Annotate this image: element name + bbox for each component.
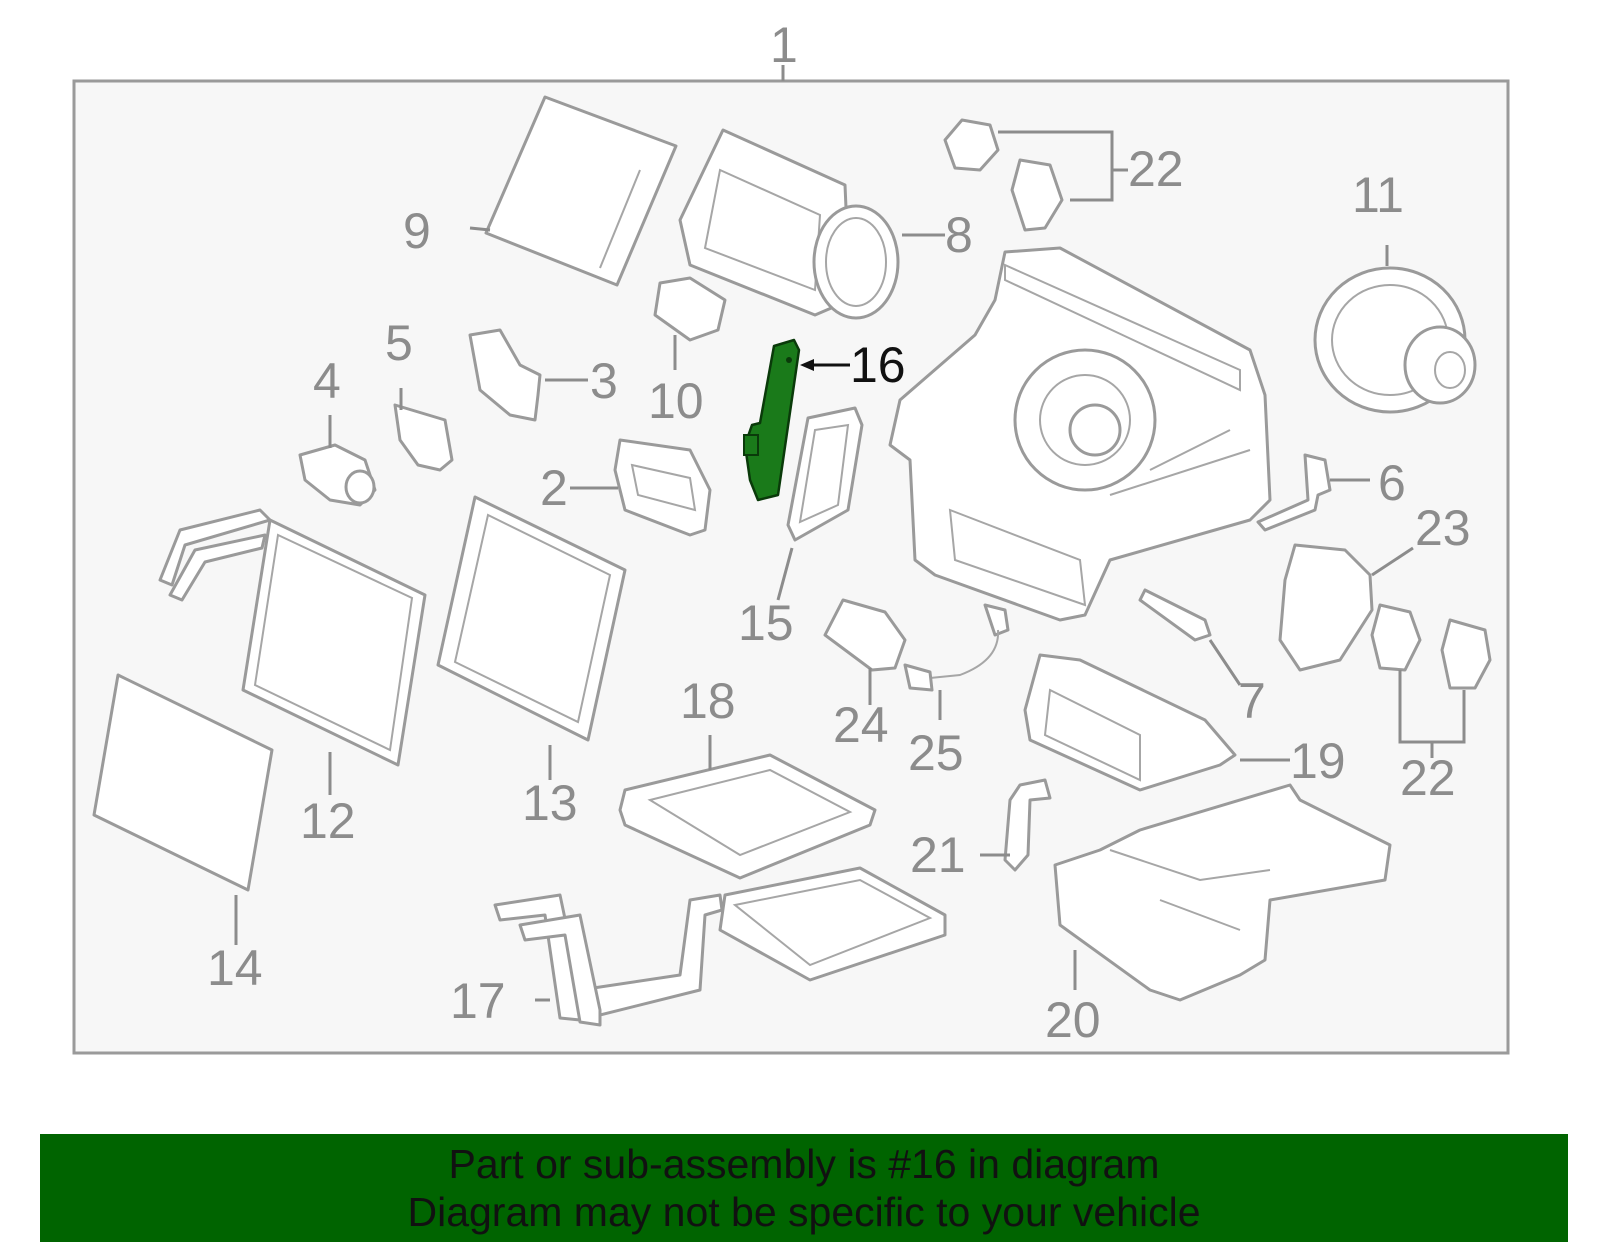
part-8-blower-housing xyxy=(678,128,900,320)
part-22-actuator-bottom xyxy=(1370,603,1492,690)
label-11: 11 xyxy=(1352,167,1404,223)
label-9: 9 xyxy=(403,203,431,259)
part-25-wire-harness xyxy=(903,603,1010,692)
part-11-blower-motor xyxy=(1313,266,1477,414)
label-23: 23 xyxy=(1415,500,1471,556)
label-16: 16 xyxy=(850,337,906,393)
info-banner: Part or sub-assembly is #16 in diagram D… xyxy=(40,1134,1568,1242)
label-5: 5 xyxy=(385,315,413,371)
label-15: 15 xyxy=(738,595,794,651)
label-19: 19 xyxy=(1290,733,1346,789)
label-2: 2 xyxy=(540,460,568,516)
label-20: 20 xyxy=(1045,992,1101,1048)
part-4-valve xyxy=(298,443,377,507)
part-16-highlighted xyxy=(743,338,801,502)
label-8: 8 xyxy=(945,207,973,263)
part-14-filter xyxy=(92,673,274,892)
label-25: 25 xyxy=(908,725,964,781)
part-1-hvac-case xyxy=(888,246,1272,622)
banner-line-2: Diagram may not be specific to your vehi… xyxy=(407,1189,1201,1235)
part-10-connector xyxy=(653,276,727,342)
part-7-sensor xyxy=(1138,588,1212,642)
leader-lines xyxy=(234,130,1466,1002)
label-17: 17 xyxy=(450,973,506,1029)
part-12-evaporator xyxy=(158,508,427,767)
label-1: 1 xyxy=(770,17,798,73)
part-23-actuator xyxy=(1278,543,1374,672)
part-22-actuator-top xyxy=(943,118,1064,232)
part-9-filter xyxy=(484,95,678,287)
label-24: 24 xyxy=(833,697,889,753)
part-13-frame xyxy=(436,495,627,742)
label-18: 18 xyxy=(680,673,736,729)
part-15-module xyxy=(786,406,864,542)
part-24-connector xyxy=(823,598,907,672)
label-14: 14 xyxy=(207,940,263,996)
part-19-door-housing xyxy=(1023,653,1237,792)
part-20-lower-case xyxy=(1053,783,1392,1002)
part-6-sensor xyxy=(1256,453,1332,532)
part-18-tray xyxy=(618,753,877,880)
label-10: 10 xyxy=(648,373,704,429)
label-22-bottom: 22 xyxy=(1400,750,1456,806)
part-21-drain-tube xyxy=(1003,778,1052,872)
label-7: 7 xyxy=(1238,673,1266,729)
part-17-heater-core xyxy=(493,866,947,1027)
label-13: 13 xyxy=(522,775,578,831)
part-3-bracket xyxy=(468,328,542,422)
label-12: 12 xyxy=(300,793,356,849)
part-5-clip xyxy=(393,403,454,472)
label-22-top: 22 xyxy=(1128,141,1184,197)
banner-line-1: Part or sub-assembly is #16 in diagram xyxy=(448,1141,1160,1187)
label-4: 4 xyxy=(313,353,341,409)
label-3: 3 xyxy=(590,353,618,409)
label-6: 6 xyxy=(1378,455,1406,511)
label-21: 21 xyxy=(910,827,966,883)
part-2-grommet xyxy=(613,438,712,537)
